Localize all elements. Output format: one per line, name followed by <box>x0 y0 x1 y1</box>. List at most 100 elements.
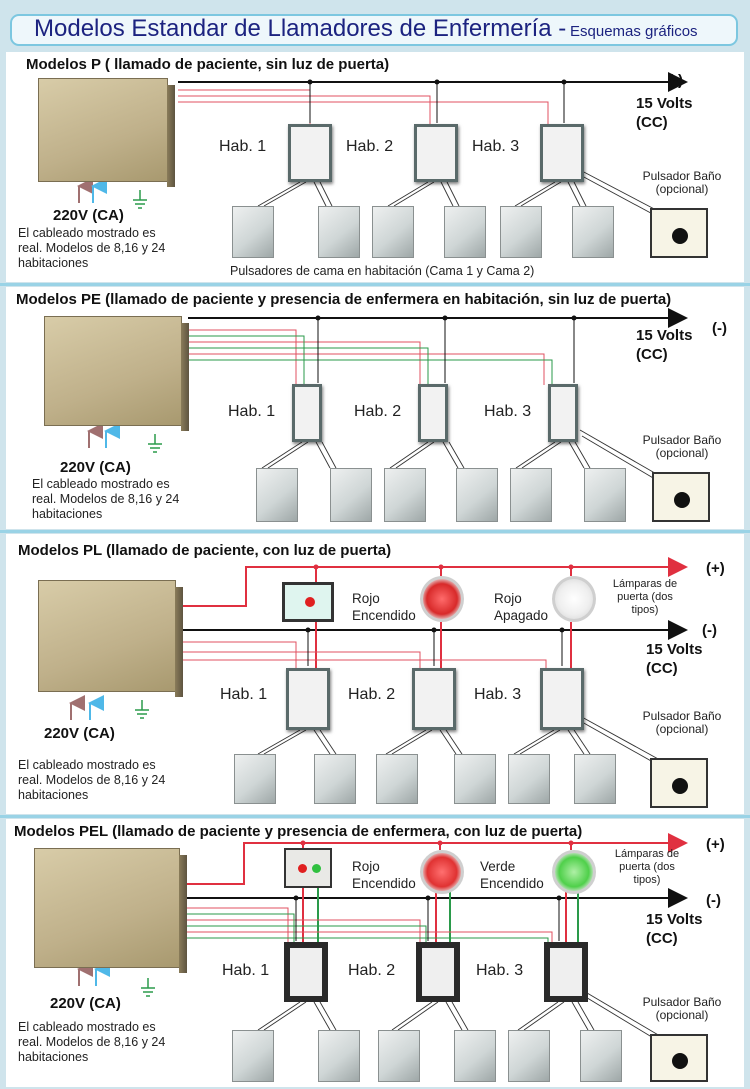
bed-button-image <box>372 206 414 258</box>
page-title: Modelos Estandar de Llamadores de Enferm… <box>34 15 567 42</box>
voltage-label: 15 Volts(CC) <box>646 641 703 677</box>
room-call-station-3 <box>544 942 588 1002</box>
room-call-station-1 <box>284 942 328 1002</box>
mains-voltage-label: 220V (CA) <box>60 459 131 476</box>
control-panel-image <box>38 580 183 697</box>
bed-button-image <box>232 206 274 258</box>
lamp-state-label: Rojo Apagado <box>494 591 549 623</box>
bed-button-image <box>314 754 356 804</box>
room-call-station-3 <box>548 384 578 442</box>
room-call-station-3 <box>540 668 584 730</box>
negative-terminal: (-) <box>668 72 683 89</box>
door-lamp-red-off <box>552 576 596 622</box>
room-call-station-2 <box>414 124 458 182</box>
title-bar <box>10 14 738 46</box>
room-call-station-2 <box>418 384 448 442</box>
room-label-2: Hab. 2 <box>346 138 394 155</box>
room-label-1: Hab. 1 <box>219 138 267 155</box>
bed-button-image <box>256 468 298 522</box>
bed-button-image <box>508 1030 550 1082</box>
door-lamp-square <box>284 848 332 888</box>
room-label-1: Hab. 1 <box>222 962 270 979</box>
lamp-state-label: Rojo Encendido <box>352 591 416 623</box>
lamp-state-label: Rojo Encendido <box>352 859 416 891</box>
bed-button-image <box>580 1030 622 1082</box>
control-panel-image <box>38 78 175 187</box>
bathroom-button-label: Pulsador Baño(opcional) <box>642 995 722 1022</box>
negative-terminal: (-) <box>712 320 727 337</box>
control-panel-image <box>34 848 187 973</box>
bed-button-image <box>574 754 616 804</box>
wiring-note: El cableado mostrado es real. Modelos de… <box>32 477 180 521</box>
mains-voltage-label: 220V (CA) <box>50 995 121 1012</box>
positive-terminal: (+) <box>706 560 725 577</box>
positive-terminal: (+) <box>706 836 725 853</box>
bathroom-button-image <box>650 208 708 258</box>
bathroom-button-label: Pulsador Baño(opcional) <box>642 709 722 736</box>
wiring-note: El cableado mostrado es real. Modelos de… <box>18 758 166 802</box>
room-label-1: Hab. 1 <box>228 403 276 420</box>
bed-button-image <box>572 206 614 258</box>
bed-button-image <box>508 754 550 804</box>
bathroom-button-image <box>650 1034 708 1082</box>
door-lamp-green-on <box>552 850 596 894</box>
wiring-note: El cableado mostrado es real. Modelos de… <box>18 1020 166 1064</box>
bed-button-image <box>234 754 276 804</box>
bed-button-image <box>444 206 486 258</box>
section-heading: Modelos PL (llamado de paciente, con luz… <box>18 542 392 559</box>
bathroom-button-label: Pulsador Baño(opcional) <box>642 169 722 196</box>
bed-button-image <box>318 206 360 258</box>
room-label-1: Hab. 1 <box>220 686 268 703</box>
room-call-station-1 <box>292 384 322 442</box>
bed-button-image <box>330 468 372 522</box>
door-lamp-red-on <box>420 576 464 622</box>
room-call-station-2 <box>416 942 460 1002</box>
section-heading: Modelos P ( llamado de paciente, sin luz… <box>26 56 390 73</box>
wiring-note: El cableado mostrado es real. Modelos de… <box>18 226 166 270</box>
bed-button-image <box>584 468 626 522</box>
bed-button-image <box>318 1030 360 1082</box>
bed-button-image <box>454 754 496 804</box>
bed-button-image <box>500 206 542 258</box>
voltage-label: 15 Volts(CC) <box>636 327 693 363</box>
bed-button-image <box>456 468 498 522</box>
bathroom-button-label: Pulsador Baño(opcional) <box>642 433 722 460</box>
room-label-3: Hab. 3 <box>476 962 524 979</box>
room-label-2: Hab. 2 <box>348 962 396 979</box>
section-divider <box>0 283 750 286</box>
room-call-station-1 <box>288 124 332 182</box>
mains-voltage-label: 220V (CA) <box>53 207 124 224</box>
bed-button-image <box>376 754 418 804</box>
bed-button-image <box>378 1030 420 1082</box>
lamp-state-label: Verde Encendido <box>480 859 544 891</box>
door-lamp-red-on <box>420 850 464 894</box>
page-subtitle: Esquemas gráficos <box>570 23 698 40</box>
room-call-station-3 <box>540 124 584 182</box>
section-heading: Modelos PEL (llamado de paciente y prese… <box>14 823 583 840</box>
room-label-2: Hab. 2 <box>348 686 396 703</box>
bed-button-image <box>454 1030 496 1082</box>
room-call-station-2 <box>412 668 456 730</box>
section-divider <box>0 530 750 533</box>
room-label-2: Hab. 2 <box>354 403 402 420</box>
bed-button-image <box>232 1030 274 1082</box>
control-panel-image <box>44 316 189 431</box>
door-lamps-label: Lámparas de puerta (dos tipos) <box>614 848 680 886</box>
negative-terminal: (-) <box>702 622 717 639</box>
bed-button-image <box>384 468 426 522</box>
voltage-label: 15 Volts(CC) <box>636 95 693 131</box>
door-lamp-square <box>282 582 334 622</box>
room-label-3: Hab. 3 <box>472 138 520 155</box>
section-heading: Modelos PE (llamado de paciente y presen… <box>16 291 672 308</box>
negative-terminal: (-) <box>706 892 721 909</box>
room-label-3: Hab. 3 <box>484 403 532 420</box>
door-lamps-label: Lámparas de puerta (dos tipos) <box>612 578 678 616</box>
bathroom-button-image <box>652 472 710 522</box>
bed-button-image <box>510 468 552 522</box>
room-label-3: Hab. 3 <box>474 686 522 703</box>
bed-buttons-caption: Pulsadores de cama en habitación (Cama 1… <box>230 264 535 278</box>
room-call-station-1 <box>286 668 330 730</box>
voltage-label: 15 Volts(CC) <box>646 911 703 947</box>
mains-voltage-label: 220V (CA) <box>44 725 115 742</box>
